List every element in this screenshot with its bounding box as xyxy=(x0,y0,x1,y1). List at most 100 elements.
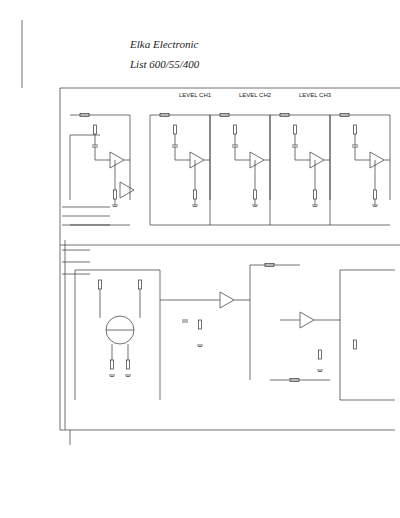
wire xyxy=(62,274,90,275)
tube-symbol xyxy=(106,316,134,344)
resistor-symbol xyxy=(314,190,317,199)
resistor-symbol xyxy=(194,190,197,199)
wire xyxy=(200,300,220,301)
resistor-symbol xyxy=(265,264,274,267)
resistor-symbol xyxy=(174,125,177,134)
wire xyxy=(330,225,390,226)
wire xyxy=(250,265,251,380)
opamp-symbol xyxy=(310,152,324,168)
stage-label: LEVEL CH2 xyxy=(238,92,272,99)
resistor-symbol xyxy=(294,125,297,134)
resistor-symbol xyxy=(127,360,130,369)
wire xyxy=(317,370,323,371)
wire xyxy=(115,160,116,190)
opamp-symbol xyxy=(250,152,264,168)
wire xyxy=(340,270,341,400)
resistor-symbol xyxy=(340,114,349,117)
wire xyxy=(70,115,130,116)
resistor-symbol xyxy=(234,125,237,134)
resistor-symbol xyxy=(80,114,89,117)
wire xyxy=(355,147,356,160)
wire xyxy=(210,225,270,226)
wire xyxy=(113,206,117,207)
wire xyxy=(235,160,250,161)
resistor-symbol xyxy=(374,190,377,199)
wire xyxy=(112,344,113,360)
wire xyxy=(330,115,390,116)
wire xyxy=(62,207,110,208)
wire xyxy=(126,376,130,377)
wire xyxy=(295,147,296,160)
wire xyxy=(182,320,188,321)
resistor-symbol xyxy=(94,125,97,134)
resistor-symbol xyxy=(254,190,257,199)
wire xyxy=(160,300,200,301)
wire xyxy=(384,160,390,161)
wire xyxy=(70,135,71,200)
wire xyxy=(106,330,134,331)
wire xyxy=(60,430,395,431)
wire xyxy=(150,225,210,226)
wire xyxy=(95,160,110,161)
handwritten-note: Elka Electronic xyxy=(130,38,198,50)
wire xyxy=(70,430,71,445)
wire xyxy=(313,206,317,207)
wire xyxy=(235,147,236,160)
wire xyxy=(22,20,23,88)
wire xyxy=(150,115,210,116)
wire xyxy=(324,160,330,161)
wire xyxy=(255,160,256,190)
wire xyxy=(110,376,114,377)
wire xyxy=(204,160,210,161)
wire xyxy=(375,160,376,190)
wire xyxy=(128,344,129,360)
wire xyxy=(355,134,356,145)
wire xyxy=(62,216,110,217)
wire xyxy=(150,115,151,225)
wire xyxy=(270,115,330,116)
wire xyxy=(75,270,160,271)
wire xyxy=(253,206,257,207)
resistor-symbol xyxy=(114,190,117,199)
wire xyxy=(250,265,300,266)
wire xyxy=(210,115,211,225)
wire xyxy=(355,160,370,161)
opamp-symbol xyxy=(120,182,134,198)
resistor-symbol xyxy=(99,280,102,289)
wire xyxy=(255,199,256,205)
wire xyxy=(175,134,176,145)
resistor-symbol xyxy=(220,114,229,117)
wire xyxy=(340,400,395,401)
wire xyxy=(195,160,196,190)
opamp-symbol xyxy=(220,292,234,308)
stage-label: LEVEL CH1 xyxy=(178,92,212,99)
wire xyxy=(270,115,271,225)
wire xyxy=(295,160,310,161)
wire xyxy=(62,262,90,263)
resistor-symbol xyxy=(319,350,322,359)
wire xyxy=(109,375,115,376)
wire xyxy=(95,147,96,160)
wire xyxy=(115,199,116,205)
wire xyxy=(280,320,300,321)
resistor-symbol xyxy=(280,114,289,117)
wire xyxy=(198,346,202,347)
resistor-symbol xyxy=(199,320,202,329)
wire xyxy=(70,135,100,136)
wire xyxy=(234,300,250,301)
wire xyxy=(75,270,76,400)
wire xyxy=(270,225,330,226)
resistor-symbol xyxy=(354,125,357,134)
wire xyxy=(340,270,395,271)
stage-label: LEVEL CH3 xyxy=(298,92,332,99)
resistor-symbol xyxy=(160,114,169,117)
wire xyxy=(264,160,270,161)
wire xyxy=(124,160,130,161)
wire xyxy=(390,115,391,200)
wire xyxy=(62,250,90,251)
wire xyxy=(314,320,340,321)
wire xyxy=(125,375,131,376)
wire xyxy=(160,270,161,400)
